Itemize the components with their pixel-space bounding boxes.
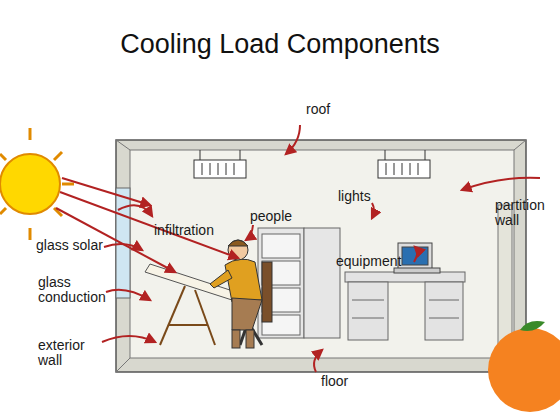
callout-label: infiltration	[154, 223, 214, 238]
callout-label: glass conduction	[38, 275, 102, 305]
callout-label: roof	[306, 102, 330, 117]
leader-arrows	[56, 125, 540, 372]
callout-label: partition wall	[495, 198, 557, 228]
room-interior	[130, 150, 514, 358]
drafting-table	[145, 264, 236, 345]
light-fixture	[194, 150, 430, 178]
callout-label: floor	[321, 374, 348, 389]
callout-label: equipment	[336, 254, 401, 269]
room-wall	[116, 140, 526, 372]
office-desk	[345, 272, 465, 340]
diagram-title: Cooling Load Components	[0, 28, 560, 60]
file-cabinet	[258, 228, 340, 338]
sun	[0, 128, 74, 240]
callout-label: people	[250, 209, 292, 224]
orange	[488, 321, 560, 412]
callout-label: exterior wall	[38, 338, 98, 368]
callout-label: glass solar	[36, 238, 103, 253]
callout-label: lights	[338, 189, 371, 204]
person	[210, 240, 272, 348]
